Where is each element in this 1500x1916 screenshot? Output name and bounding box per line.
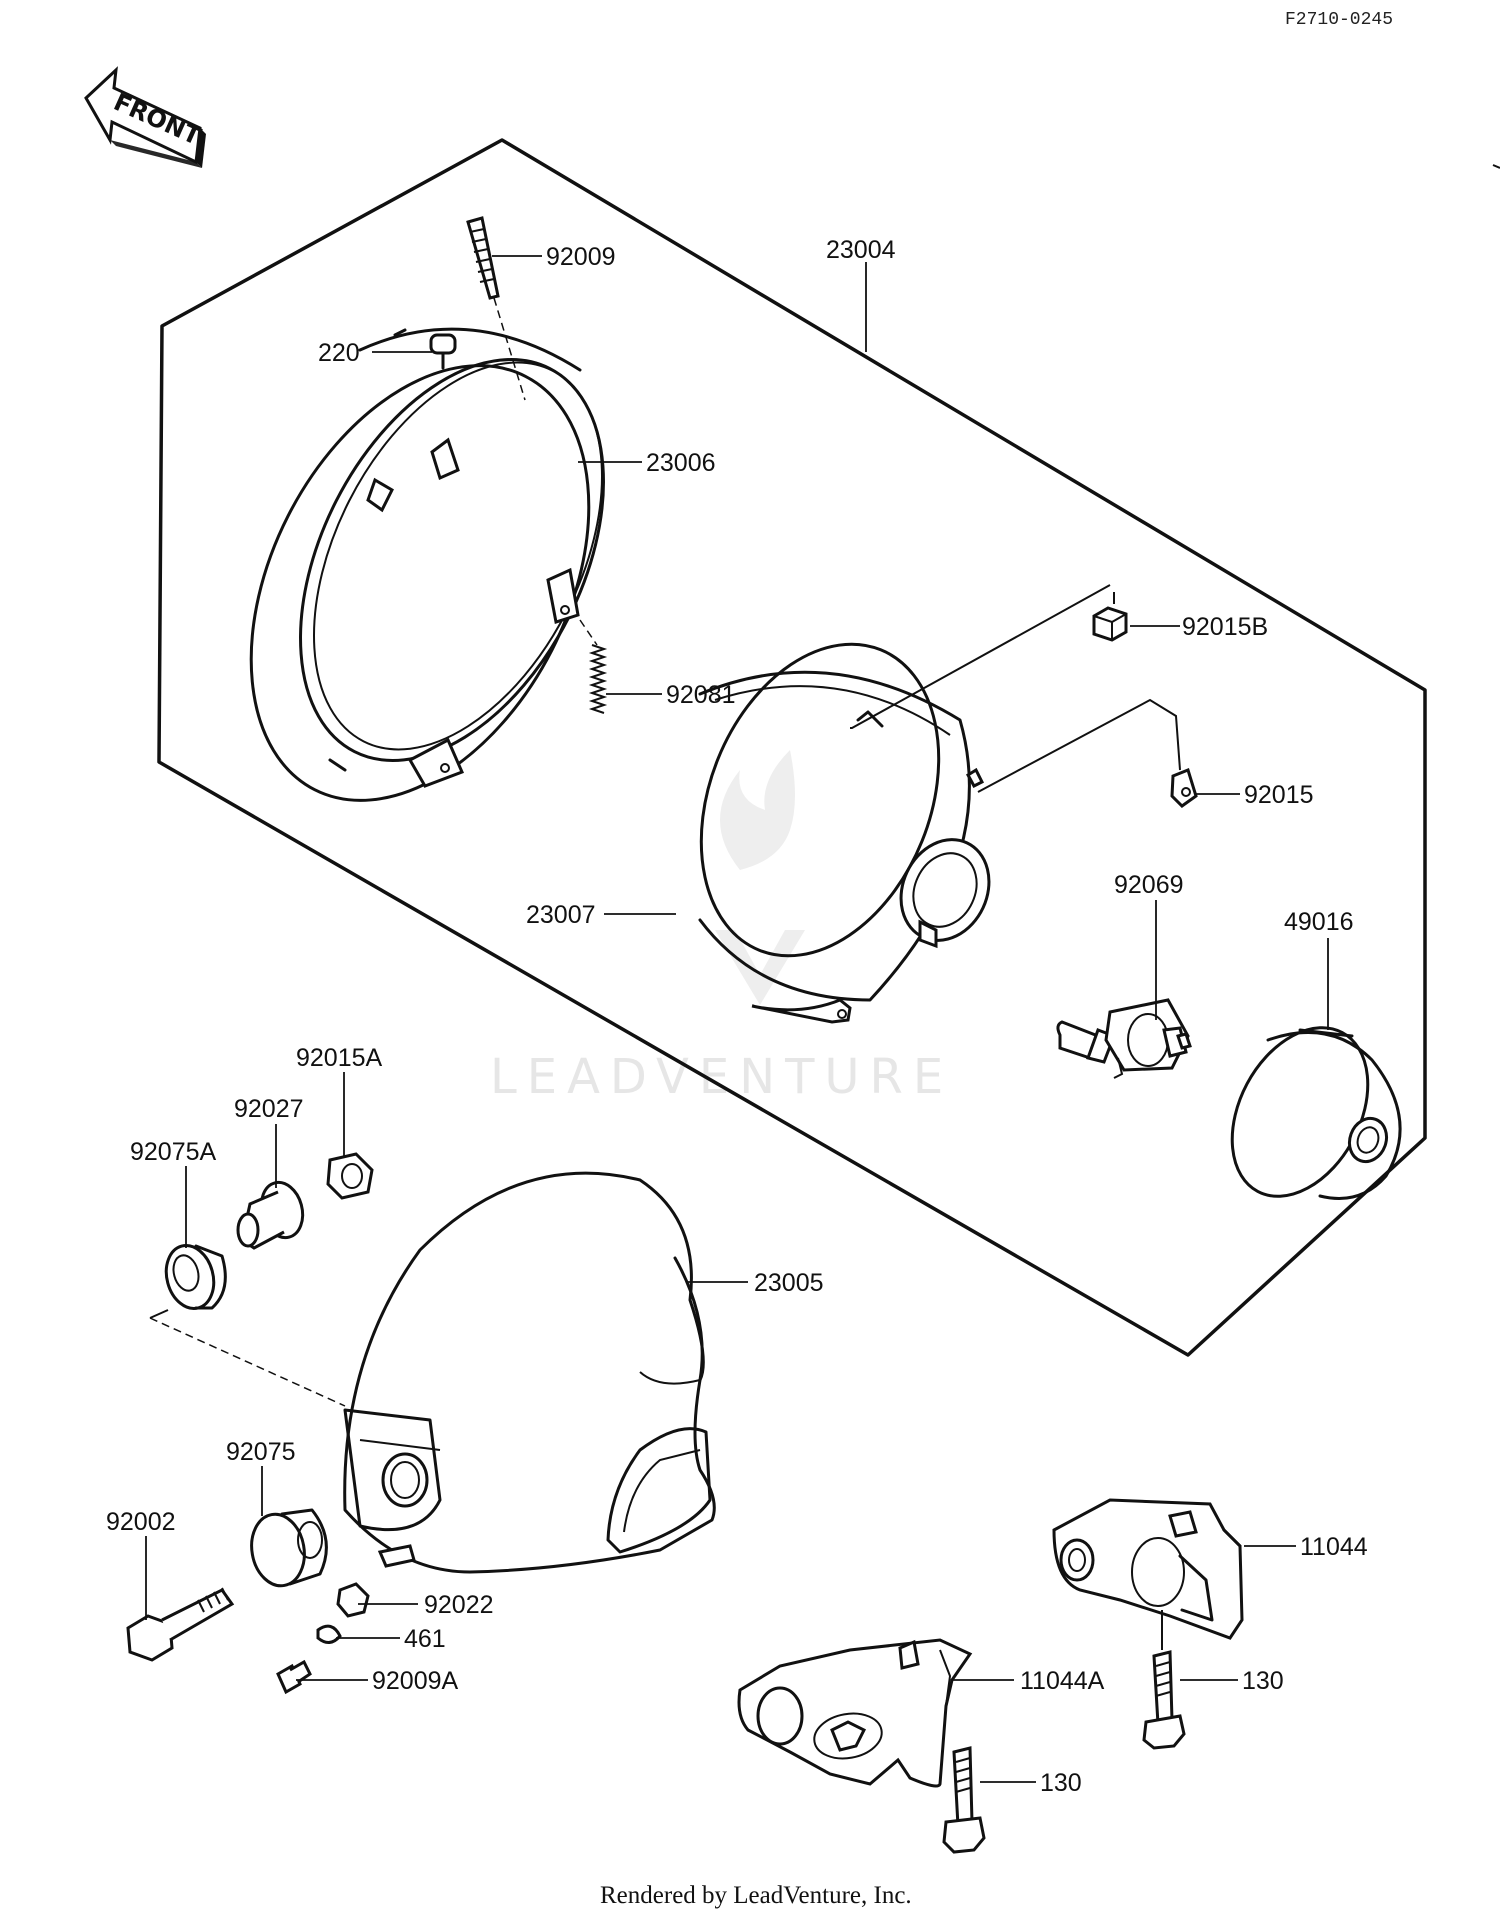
adjusting-screw-92009-icon: [466, 216, 526, 401]
bolt-130-lower-icon: [942, 1746, 986, 1854]
bolt-92002-icon: [126, 1587, 235, 1662]
screw-220-icon: [429, 333, 457, 370]
grommet-92075-icon: [250, 1508, 328, 1588]
bolt-130-upper-icon: [1142, 1650, 1186, 1750]
nut-92015A-icon: [326, 1152, 374, 1200]
grommet-92075A-icon: [164, 1244, 227, 1310]
clip-92015-icon: [977, 698, 1198, 808]
bracket-11044-icon: [1052, 1498, 1244, 1650]
assembly-23004-outline: [157, 138, 1427, 1357]
leader-lines: [145, 255, 1329, 1783]
label-92009A: 92009A: [372, 1667, 459, 1695]
label-92015: 92015: [1244, 781, 1314, 809]
footer-credit: Rendered by LeadVenture, Inc.: [600, 1882, 912, 1909]
label-11044A: 11044A: [1020, 1667, 1105, 1695]
screw-92009A-icon: [276, 1659, 312, 1695]
label-92069: 92069: [1114, 871, 1184, 899]
label-23005: 23005: [754, 1269, 824, 1297]
reference-code: F2710-0245: [1285, 10, 1393, 30]
label-220: 220: [318, 339, 360, 367]
label-92022: 92022: [424, 1591, 494, 1619]
label-92075: 92075: [226, 1438, 296, 1466]
label-23004: 23004: [826, 236, 896, 264]
label-23007: 23007: [526, 901, 596, 929]
label-92027: 92027: [234, 1095, 304, 1123]
watermark-text: LEADVENTURE: [490, 1049, 953, 1105]
washer-461-icon: [316, 1624, 342, 1644]
label-92015A: 92015A: [296, 1044, 383, 1072]
label-23006: 23006: [646, 449, 716, 477]
collar-92027-icon: [236, 1180, 305, 1250]
label-49016: 49016: [1284, 908, 1354, 936]
housing-23005: [149, 1171, 716, 1574]
label-11044: 11044: [1300, 1533, 1368, 1561]
label-92015B: 92015B: [1182, 613, 1268, 641]
nut-92022-icon: [336, 1582, 370, 1618]
reflector-23007: [698, 642, 991, 1024]
rim-23006: [249, 327, 605, 802]
leadventure-watermark: LEADVENTURE: [490, 750, 953, 1105]
nut-92015B-icon: [850, 584, 1128, 729]
label-92075A: 92075A: [130, 1138, 217, 1166]
label-92081: 92081: [666, 681, 736, 709]
label-92002: 92002: [106, 1508, 176, 1536]
dust-cover-49016-icon: [1230, 1026, 1402, 1200]
spring-92081-icon: [579, 619, 608, 714]
label-461: 461: [404, 1625, 446, 1653]
front-arrow-icon: FRONT: [84, 66, 206, 168]
bulb-92069-icon: [1056, 998, 1192, 1079]
edge-mark: [1492, 164, 1500, 169]
label-130-upper: 130: [1242, 1667, 1284, 1695]
bracket-11044A-icon: [737, 1638, 973, 1788]
label-92009: 92009: [546, 243, 616, 271]
label-130-lower: 130: [1040, 1769, 1082, 1797]
